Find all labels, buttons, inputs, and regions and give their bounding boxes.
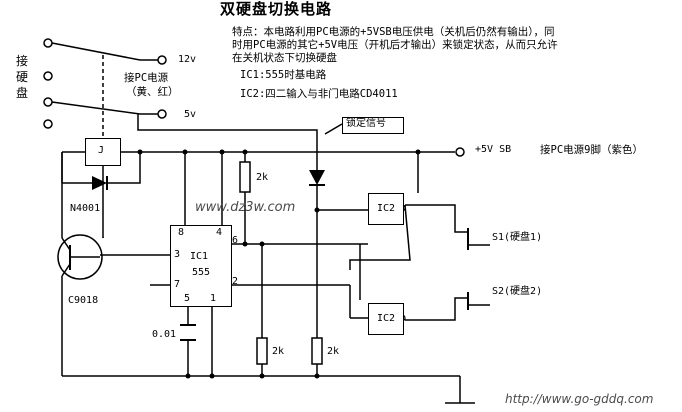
lock-signal-box <box>342 117 404 134</box>
resistor-right <box>311 337 323 365</box>
label-lock-signal: 锁定信号 <box>346 118 386 129</box>
description-line-3: 在关机状态下切换硬盘 <box>232 52 337 64</box>
label-relay: J <box>98 145 105 156</box>
ic1-part: 555 <box>192 267 211 278</box>
ic1-pin1: 1 <box>210 293 217 304</box>
relay-arm-5v <box>51 101 141 115</box>
label-pin9: 接PC电源9脚（紫色） <box>540 144 643 156</box>
terminal-5v <box>157 109 167 119</box>
description-line-2: 时用PC电源的其它+5V电压（开机后才输出）来锁定状态，从而只允许 <box>232 39 558 51</box>
label-diode: N4001 <box>70 203 101 214</box>
ic1-pin3: 3 <box>174 249 181 260</box>
label-s2: S2(硬盘2) <box>492 286 543 297</box>
transistor-symbol <box>57 234 103 280</box>
watermark-center: www.dz3w.com <box>195 200 296 215</box>
terminal-hdd-3 <box>43 97 53 107</box>
resistor-top <box>239 161 251 193</box>
hdd-connect-label: 接硬盘 <box>15 54 28 100</box>
terminal-5vsb <box>455 147 465 157</box>
ic2-bottom-label: IC2 <box>377 313 396 324</box>
label-r-mid: 2k <box>272 346 285 357</box>
terminal-hdd-1 <box>43 38 53 48</box>
ic1-555 <box>170 225 232 307</box>
ic1-pin8: 8 <box>178 227 185 238</box>
label-transistor: C9018 <box>68 295 99 306</box>
terminal-12v <box>157 55 167 65</box>
label-r-right: 2k <box>327 346 340 357</box>
relay-arm-12v <box>51 42 141 61</box>
ic2-top-label: IC2 <box>377 203 396 214</box>
watermark-bottom-right: http://www.go-gddq.com <box>505 392 654 406</box>
diode-lock <box>309 170 325 185</box>
label-pc-power-colors: （黄、红） <box>126 86 179 98</box>
resistor-mid <box>256 337 268 365</box>
label-5vsb: +5V SB <box>475 144 512 155</box>
wire-5v-to-diode <box>137 114 318 170</box>
label-cap: 0.01 <box>152 329 177 340</box>
terminal-hdd-2 <box>43 71 53 81</box>
label-12v: 12v <box>178 54 197 65</box>
description-line-1: 特点：本电路利用PC电源的+5VSB电压供电（关机后仍然有输出），同 <box>232 26 555 38</box>
ic1-pin4: 4 <box>216 227 223 238</box>
ic1-pin6: 6 <box>232 235 239 246</box>
lock-signal-pointer <box>324 123 343 135</box>
terminal-hdd-4 <box>43 119 53 129</box>
label-s1: S1(硬盘1) <box>492 232 543 243</box>
ic2-gate-top <box>368 193 404 225</box>
ic1-name: IC1 <box>190 251 209 262</box>
label-pc-power: 接PC电源 <box>124 72 169 84</box>
label-5v: 5v <box>184 109 197 120</box>
diagram-title: 双硬盘切换电路 <box>220 0 333 18</box>
ic1-note: IC1:555时基电路 <box>240 69 327 81</box>
ic1-pin2: 2 <box>232 276 239 287</box>
relay-coil <box>85 138 121 166</box>
ic2-gate-bottom <box>368 303 404 335</box>
ic2-note: IC2:四二输入与非门电路CD4011 <box>240 88 398 100</box>
ic1-pin5: 5 <box>184 293 191 304</box>
ic1-pin7: 7 <box>174 279 181 290</box>
label-r-top: 2k <box>256 172 269 183</box>
diode-n4001 <box>92 176 107 190</box>
